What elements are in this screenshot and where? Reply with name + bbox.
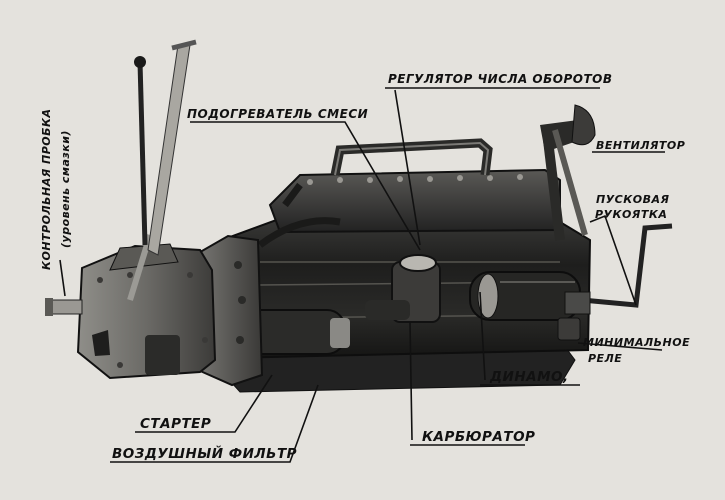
crank-handle-label-line1: ПУСКОВАЯ [596,193,669,206]
starter-label: СТАРТЕР [140,416,211,432]
relay-part [557,317,581,341]
dynamo-label: ДИНАМО, [489,369,569,385]
manifold-pipe [330,138,493,176]
engine-drawing [45,39,673,393]
labels: КОНТРОЛЬНАЯ ПРОБКА (уровень смазки) ПОДО… [40,72,690,462]
dynamo-part [469,271,581,321]
leader-starter [135,374,273,433]
leader-dynamo [479,291,580,386]
leader-air-filter [110,384,319,463]
carburetor-part [365,254,441,323]
mixture-heater-label: ПОДОГРЕВАТЕЛЬ СМЕСИ [187,107,368,121]
relay-label-line1: МИНИМАЛЬНОЕ [583,336,690,349]
leader-mixture-heater [190,121,421,251]
leader-oil-plug [59,259,66,297]
crank-handle-label-line2: РУКОЯТКА [595,208,667,221]
carburetor-label: КАРБЮРАТОР [422,429,535,445]
gearbox-cover [145,335,180,375]
oil-plug-label-line2: (уровень смазки) [59,130,72,248]
fan-part [540,104,596,241]
leader-speed-governor [385,87,600,246]
leader-carburetor [409,321,525,446]
oil-plug-part [45,298,83,316]
intake-pipes [257,182,341,248]
leader-lines [59,87,665,463]
leader-crank-handle [589,214,637,306]
starter-part [234,309,350,355]
leader-relay [577,342,663,351]
relay-label-line2: РЕЛЕ [588,352,622,365]
speed-governor-label: РЕГУЛЯТОР ЧИСЛА ОБОРОТОВ [388,72,613,86]
gear-levers [134,39,197,256]
crank-handle-part [581,223,673,308]
air-filter-label: ВОЗДУШНЫЙ ФИЛЬТР [112,445,297,462]
head-bolts [307,174,523,185]
fan-label: ВЕНТИЛЯТОР [596,139,685,152]
oil-plug-label-line1: КОНТРОЛЬНАЯ ПРОБКА [40,108,53,270]
